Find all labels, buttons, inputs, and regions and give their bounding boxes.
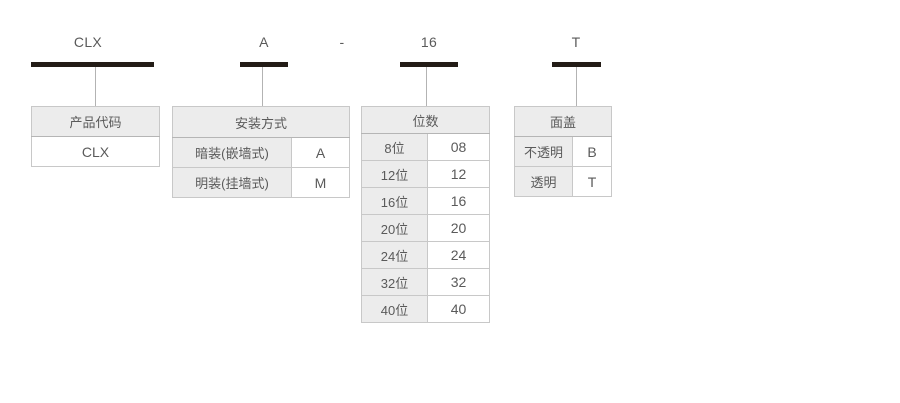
code-bar-mount: [240, 62, 288, 67]
table-row: 20位 20: [361, 214, 491, 242]
ways-code-32: 32: [426, 268, 491, 296]
code-part-ways-label: 16: [420, 34, 438, 50]
code-part-mount-label: A: [259, 34, 269, 50]
code-part-product-label: CLX: [73, 34, 103, 50]
mounting-type-code-flush: A: [290, 137, 351, 168]
table-row: 40位 40: [361, 295, 491, 323]
ways-label-8: 8位: [361, 133, 428, 161]
table-row: 不透明 B: [514, 136, 613, 167]
table-product-code: 产品代码 CLX: [31, 106, 160, 167]
code-bar-cover: [552, 62, 601, 67]
table-row: 8位 08: [361, 133, 491, 161]
table-row: CLX: [31, 136, 160, 167]
table-row: 暗装(嵌墙式) A: [172, 137, 351, 168]
mounting-type-label-surface: 明装(挂墙式): [172, 167, 292, 198]
connector-line-mount: [262, 67, 263, 106]
cover-label-opaque: 不透明: [514, 136, 573, 167]
table-mounting-type: 安装方式 暗装(嵌墙式) A 明装(挂墙式) M: [171, 106, 351, 198]
ways-code-20: 20: [426, 214, 491, 242]
table-header-row: 产品代码: [31, 106, 160, 137]
ways-code-40: 40: [426, 295, 491, 323]
table-ways-count: 位数 8位 08 12位 12 16位 16 20位 20 24位 24: [360, 106, 491, 323]
ways-code-16: 16: [426, 187, 491, 215]
connector-line-cover: [576, 67, 577, 106]
table-row: 透明 T: [514, 166, 613, 197]
table-cover-type: 面盖 不透明 B 透明 T: [513, 106, 613, 197]
table-header-row: 位数: [360, 106, 491, 134]
ways-code-24: 24: [426, 241, 491, 269]
code-bar-product: [31, 62, 154, 67]
table-header-row: 安装方式: [171, 106, 351, 138]
ways-code-8: 08: [426, 133, 491, 161]
ways-code-12: 12: [426, 160, 491, 188]
cover-label-transparent: 透明: [514, 166, 573, 197]
table-cover-type-header: 面盖: [513, 106, 613, 137]
ways-label-24: 24位: [361, 241, 428, 269]
table-row: 12位 12: [361, 160, 491, 188]
table-ways-count-header: 位数: [360, 106, 491, 134]
cover-code-opaque: B: [571, 136, 613, 167]
ways-label-12: 12位: [361, 160, 428, 188]
table-row: 16位 16: [361, 187, 491, 215]
table-header-row: 面盖: [513, 106, 613, 137]
code-part-cover-label: T: [571, 34, 581, 50]
mounting-type-label-flush: 暗装(嵌墙式): [172, 137, 292, 168]
mounting-type-code-surface: M: [290, 167, 351, 198]
table-row: 明装(挂墙式) M: [172, 167, 351, 198]
ways-label-40: 40位: [361, 295, 428, 323]
cover-code-transparent: T: [571, 166, 613, 197]
table-row: 24位 24: [361, 241, 491, 269]
ways-label-32: 32位: [361, 268, 428, 296]
table-product-code-cell-value: CLX: [31, 136, 160, 167]
table-product-code-header: 产品代码: [31, 106, 160, 137]
connector-line-ways: [426, 67, 427, 106]
code-separator-dash-label: -: [339, 34, 345, 50]
connector-line-product: [95, 67, 96, 106]
ways-label-16: 16位: [361, 187, 428, 215]
table-mounting-type-header: 安装方式: [171, 106, 351, 138]
table-row: 32位 32: [361, 268, 491, 296]
code-bar-ways: [400, 62, 458, 67]
ways-label-20: 20位: [361, 214, 428, 242]
